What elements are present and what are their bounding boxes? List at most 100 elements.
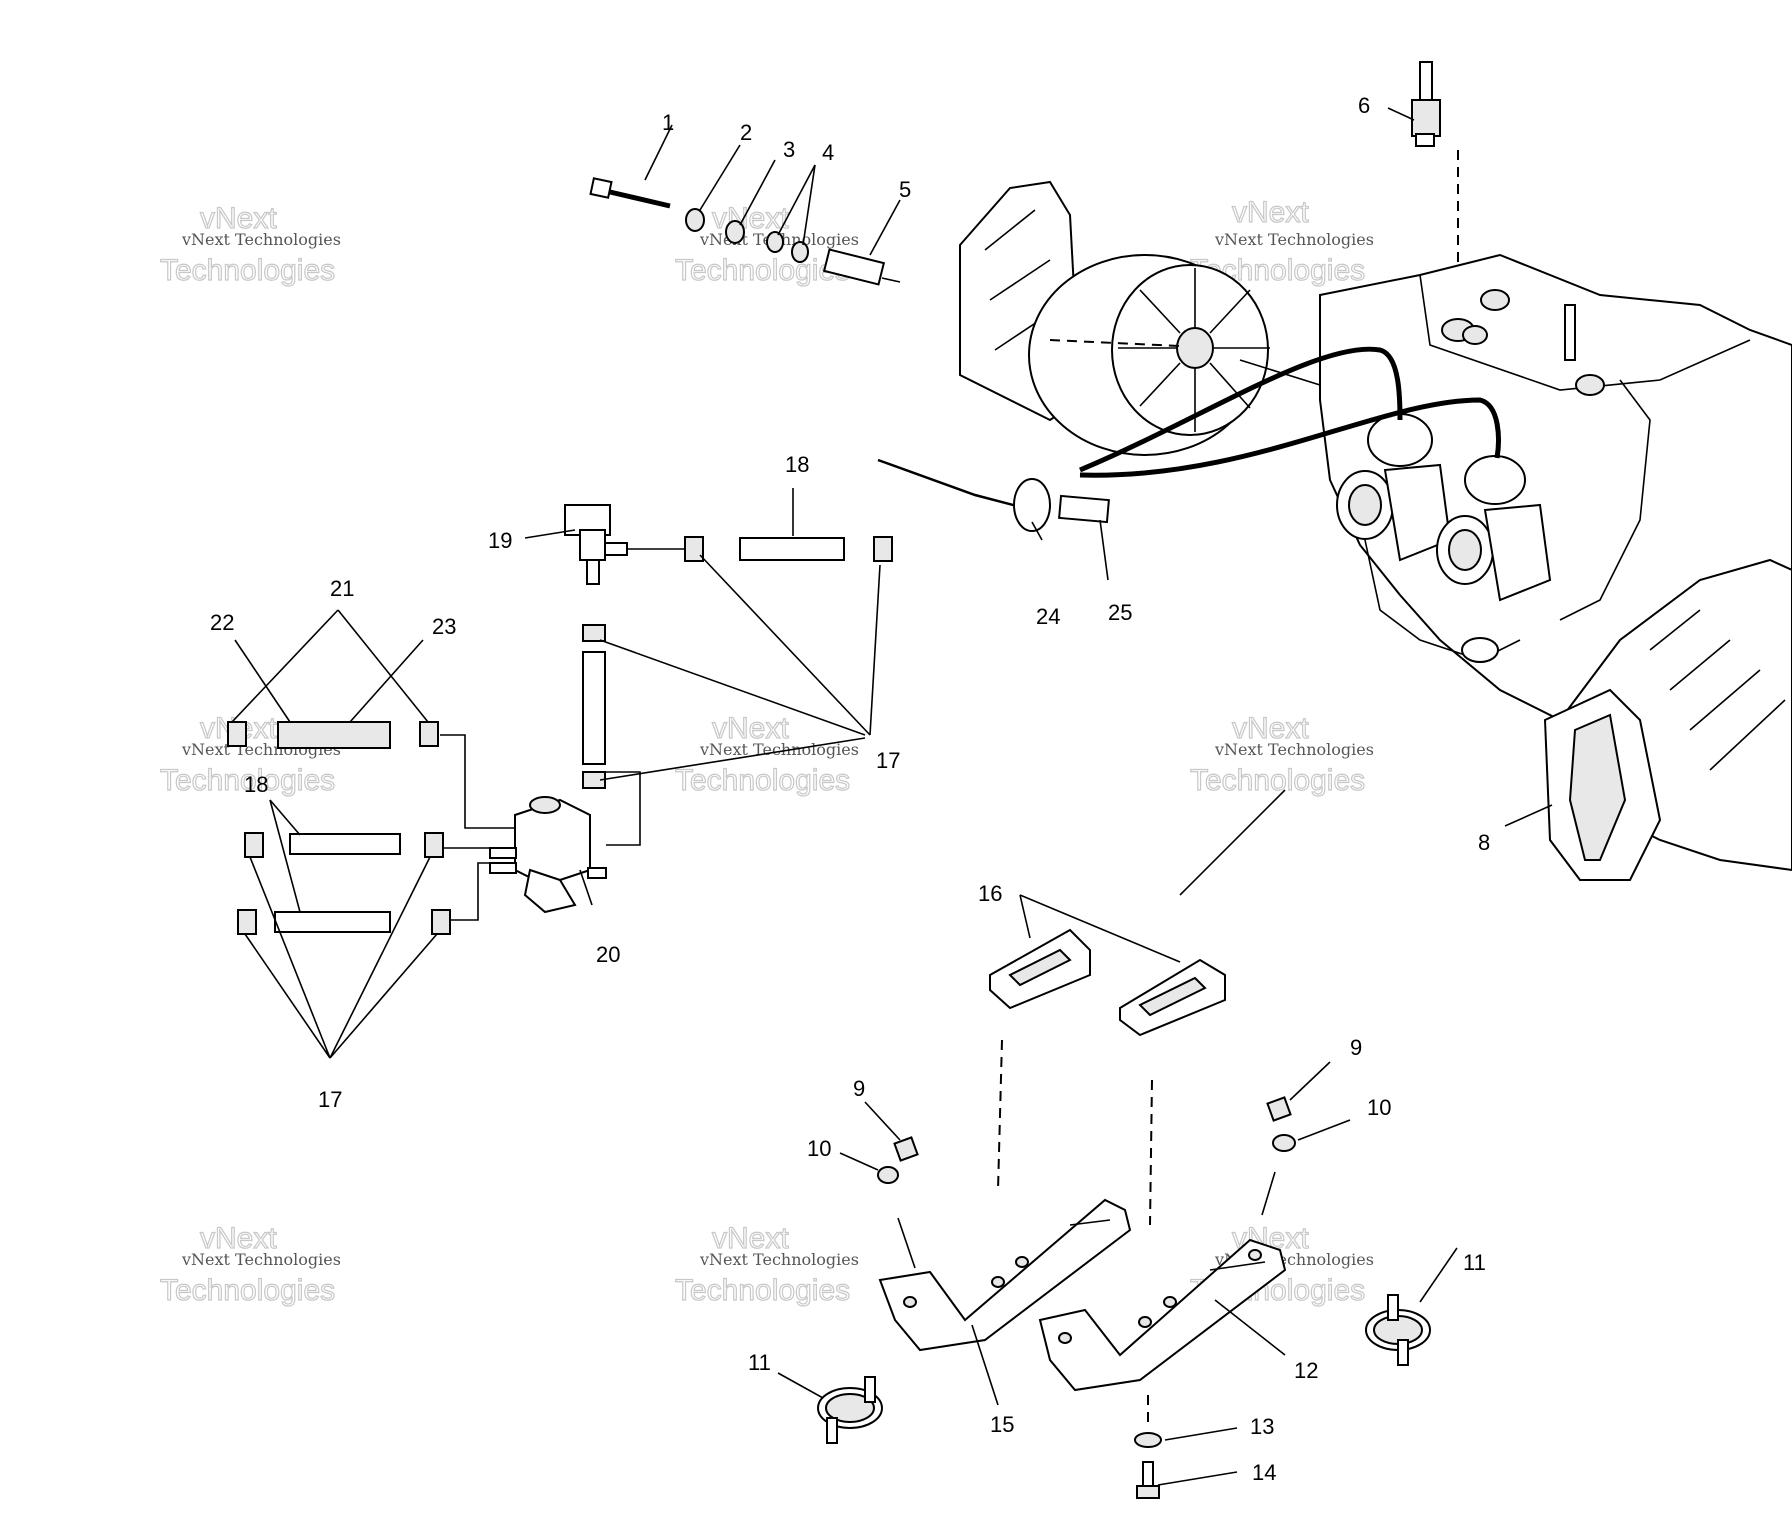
svg-text:Technologies: Technologies xyxy=(160,764,335,797)
leader-19 xyxy=(524,529,576,539)
bolt-assembly xyxy=(589,177,901,286)
svg-text:Technologies: Technologies xyxy=(675,1274,850,1307)
leader-16b xyxy=(1019,894,1181,963)
leader-4b xyxy=(802,164,816,246)
engine-block xyxy=(1079,253,1792,881)
bushing-4a xyxy=(766,231,784,253)
leader-11a xyxy=(777,1372,824,1399)
leader-17-3 xyxy=(599,639,866,736)
cooling-fins xyxy=(1649,609,1786,771)
svg-text:vNext: vNext xyxy=(712,712,789,745)
callout-1: 1 xyxy=(662,110,674,135)
callout-13: 13 xyxy=(1250,1414,1274,1439)
svg-text:Technologies: Technologies xyxy=(675,764,850,797)
clamp-22 xyxy=(227,721,247,747)
leader-1 xyxy=(644,124,673,181)
clamp-17h xyxy=(431,909,451,935)
fuel-fitting-19 xyxy=(564,504,628,585)
leader-17-6 xyxy=(244,933,331,1059)
washer xyxy=(685,208,705,232)
clamp-17g xyxy=(237,909,257,935)
watermark-bottom-center: vNext vNext Technologies Technologies xyxy=(674,1221,859,1307)
callout-4: 4 xyxy=(822,140,834,165)
clamp-21 xyxy=(419,721,439,747)
leader-11b xyxy=(1419,1247,1458,1303)
hose-18a xyxy=(739,537,845,561)
bolt-14-head xyxy=(1136,1485,1160,1499)
washer-10a xyxy=(877,1166,899,1184)
leader-20 xyxy=(579,869,593,906)
leader-8 xyxy=(1504,804,1553,827)
watermark-top-right: vNext vNext Technologies Technologies xyxy=(1189,195,1374,287)
rubber-mount-11b xyxy=(1365,1294,1431,1366)
svg-text:vNext Technologies: vNext Technologies xyxy=(1214,230,1374,249)
leader-23 xyxy=(349,639,424,723)
hose-18b xyxy=(289,833,401,855)
callout-11-right: 11 xyxy=(1463,1250,1486,1275)
callout-23: 23 xyxy=(432,614,456,639)
watermark-top-left: vNext vNext Technologies Technologies xyxy=(159,201,341,287)
leader-18b-2 xyxy=(269,799,301,913)
washer-10b xyxy=(1272,1134,1296,1152)
svg-text:vNext Technologies: vNext Technologies xyxy=(699,1250,859,1269)
bolt-14-shank xyxy=(1142,1461,1154,1489)
mount-plate-16b xyxy=(1119,958,1226,1037)
leader-4a xyxy=(777,164,816,236)
leader-2 xyxy=(699,144,741,211)
leader-6 xyxy=(1387,107,1415,121)
leader-12 xyxy=(1214,1299,1286,1356)
callout-18-top: 18 xyxy=(785,452,809,477)
callout-20: 20 xyxy=(596,942,620,967)
leader-9b xyxy=(1289,1061,1331,1101)
callout-24: 24 xyxy=(1036,604,1060,629)
watermark-mid-right: vNext vNext Technologies Technologies xyxy=(1189,711,1374,797)
leader-10b xyxy=(1297,1119,1351,1141)
leader-17-8 xyxy=(329,933,438,1059)
callout-3: 3 xyxy=(783,137,795,162)
fuel-line-2 xyxy=(1079,397,1501,478)
hose-vertical xyxy=(582,651,606,765)
hose-18c xyxy=(274,911,391,933)
cable-sleeve xyxy=(1058,494,1110,524)
callout-17-bottom: 17 xyxy=(318,1087,342,1112)
callout-9-right: 9 xyxy=(1350,1035,1362,1060)
leader-18b-1 xyxy=(269,799,301,836)
leader-21a xyxy=(231,609,339,723)
svg-text:vNext Technologies: vNext Technologies xyxy=(181,1250,341,1269)
bracket-12 xyxy=(1038,1238,1287,1392)
clamp-17f xyxy=(424,832,444,858)
bushing-4b xyxy=(791,241,809,263)
leader-10a xyxy=(839,1152,879,1171)
fuel-line-1 xyxy=(1079,346,1403,473)
bolt-shank xyxy=(609,189,671,209)
svg-text:vNext Technologies: vNext Technologies xyxy=(1214,740,1374,759)
svg-text:Technologies: Technologies xyxy=(160,254,335,287)
callout-12: 12 xyxy=(1294,1358,1318,1383)
spacer-tube xyxy=(822,248,886,286)
leader-16a xyxy=(1019,894,1031,939)
mount-plate-16a xyxy=(989,928,1091,1010)
svg-text:vNext: vNext xyxy=(712,202,789,235)
svg-text:Technologies: Technologies xyxy=(675,254,850,287)
leader-15 xyxy=(971,1324,999,1406)
clutch-hub xyxy=(1176,327,1214,369)
callout-25: 25 xyxy=(1108,600,1132,625)
carburetor-2-top xyxy=(1464,455,1526,505)
pump-line-top xyxy=(440,734,515,829)
callout-10-left: 10 xyxy=(807,1136,831,1161)
leader-17-1 xyxy=(699,554,871,736)
callout-15: 15 xyxy=(990,1412,1014,1437)
second-spark-plug xyxy=(1564,304,1576,361)
leader-14 xyxy=(1157,1471,1238,1486)
fuel-pump xyxy=(489,796,607,914)
drive-clutch xyxy=(959,180,1270,456)
svg-text:vNext: vNext xyxy=(1232,196,1309,229)
leader-5 xyxy=(869,199,901,256)
pump-line-bottom xyxy=(448,862,490,921)
clamp-17b xyxy=(873,536,893,562)
svg-text:Technologies: Technologies xyxy=(1190,764,1365,797)
callout-2: 2 xyxy=(740,120,752,145)
callout-5: 5 xyxy=(899,177,911,202)
callout-17-right: 17 xyxy=(876,748,900,773)
